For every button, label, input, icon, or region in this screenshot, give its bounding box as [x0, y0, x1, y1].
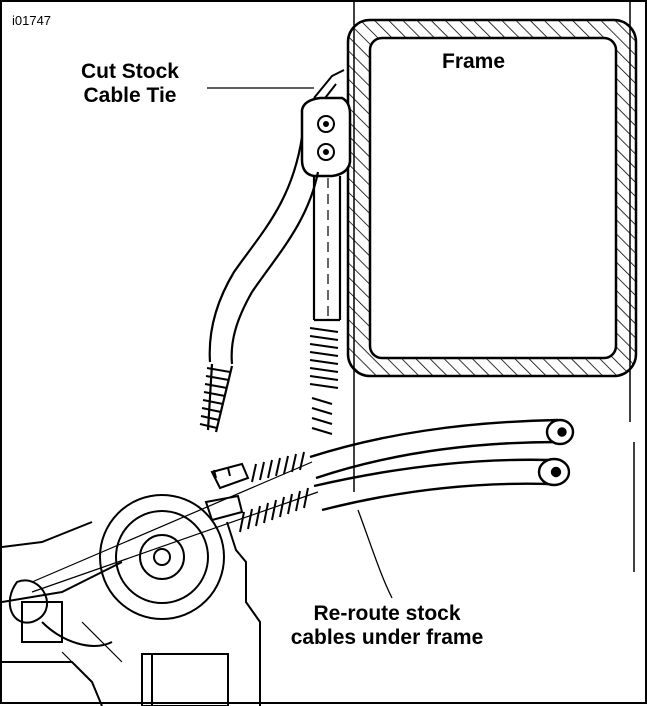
hanging-cable-left: [206, 136, 320, 433]
cut-tie-label-line1: Cut Stock: [80, 60, 179, 83]
cut-tie-label-line2: Cable Tie: [83, 83, 177, 107]
rerouted-cable-lower: [313, 457, 571, 512]
frame-label: Frame: [442, 50, 506, 73]
rerouted-cable-upper: [309, 418, 575, 480]
reroute-leader: [357, 509, 393, 599]
hanging-cable-right-coil: [309, 327, 339, 435]
cable-springs: [239, 451, 309, 533]
cable-clip: [300, 96, 352, 178]
figure-id: i01747: [12, 13, 52, 28]
frame-tube: [346, 18, 638, 378]
reroute-cables-label: Re-route stock cables under frame: [252, 602, 522, 649]
hanging-cable-left-coil: [199, 367, 231, 429]
reroute-label-line2: cables under frame: [290, 625, 484, 649]
cut-stock-cable-tie-label: Cut Stock Cable Tie: [60, 60, 200, 107]
pulley-mechanism: [2, 461, 319, 706]
hanging-cable-right: [312, 176, 342, 322]
reroute-label-line1: Re-route stock: [313, 602, 461, 625]
